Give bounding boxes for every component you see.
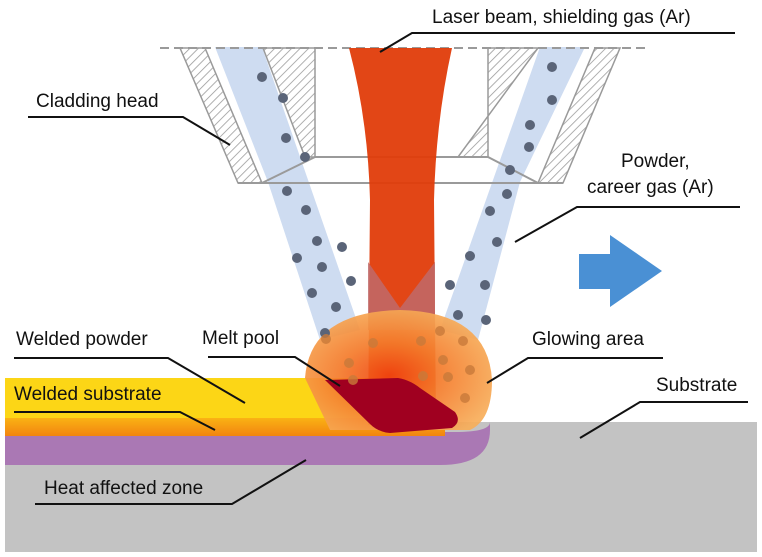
powder-stream-right: [440, 47, 585, 340]
label-glowing-area: Glowing area: [532, 329, 644, 350]
label-welded-substrate: Welded substrate: [14, 384, 162, 405]
label-melt-pool: Melt pool: [202, 328, 279, 349]
travel-direction-arrow-icon: [579, 235, 662, 307]
leader-glowing-area: [486, 357, 663, 384]
powder-particles: [257, 62, 557, 338]
leader-substrate: [579, 401, 748, 439]
label-heat-affected-zone: Heat affected zone: [44, 478, 203, 499]
label-substrate: Substrate: [656, 375, 737, 396]
label-powder-line2: career gas (Ar): [587, 177, 714, 198]
leader-powder: [514, 206, 740, 243]
label-cladding-head: Cladding head: [36, 91, 159, 112]
glowing-particles: [321, 326, 475, 403]
leader-cladding-head: [28, 116, 231, 146]
label-laser-beam: Laser beam, shielding gas (Ar): [432, 7, 691, 28]
melt-pool: [325, 378, 458, 433]
label-powder-line1: Powder,: [621, 151, 690, 172]
leader-laser-beam: [379, 32, 735, 53]
leader-melt-pool: [208, 356, 341, 387]
leader-welded-powder: [14, 357, 246, 404]
leader-welded-substrate: [14, 411, 216, 431]
label-welded-powder: Welded powder: [16, 329, 148, 350]
leader-heat-affected-zone: [35, 459, 307, 505]
